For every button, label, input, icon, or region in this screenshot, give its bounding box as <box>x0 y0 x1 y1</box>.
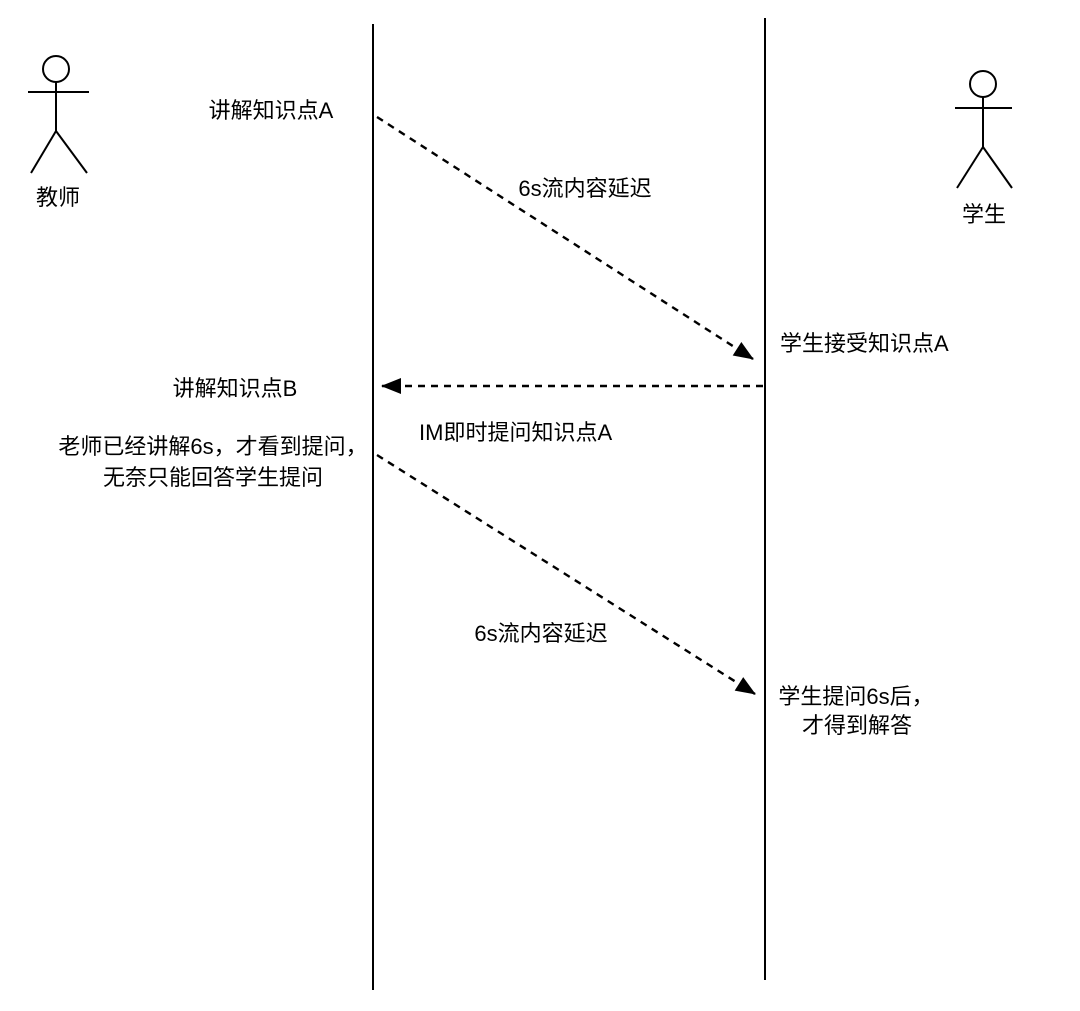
actor-student-label: 学生 <box>962 202 1006 227</box>
actor-teacher-figure <box>28 55 89 174</box>
message-label-receive-a: 学生接受知识点A <box>780 331 949 356</box>
message-label-stream-delay-2: 6s流内容延迟 <box>474 621 607 646</box>
message-label-im-question: IM即时提问知识点A <box>419 420 612 445</box>
message-label-teach-b: 讲解知识点B <box>173 376 298 401</box>
teacher-note-line2: 无奈只能回答学生提问 <box>103 465 323 490</box>
message-label-teach-a: 讲解知识点A <box>209 98 334 123</box>
message-label-stream-delay-1: 6s流内容延迟 <box>518 176 651 201</box>
actor-teacher-label: 教师 <box>36 185 80 210</box>
student-head-icon <box>969 70 997 98</box>
teacher-note-line1: 老师已经讲解6s，才看到提问， <box>58 434 367 459</box>
student-leg-right <box>982 146 1013 189</box>
teacher-leg-left <box>30 130 57 174</box>
actor-student-figure <box>955 70 1013 189</box>
student-leg-left <box>956 146 984 189</box>
student-note-line2: 才得到解答 <box>802 713 912 738</box>
teacher-head-icon <box>42 55 70 83</box>
teacher-leg-right <box>55 130 88 174</box>
student-note-line1: 学生提问6s后， <box>778 684 933 709</box>
message-arrow-stream-1 <box>376 115 754 361</box>
message-arrow-stream-2 <box>376 453 756 696</box>
